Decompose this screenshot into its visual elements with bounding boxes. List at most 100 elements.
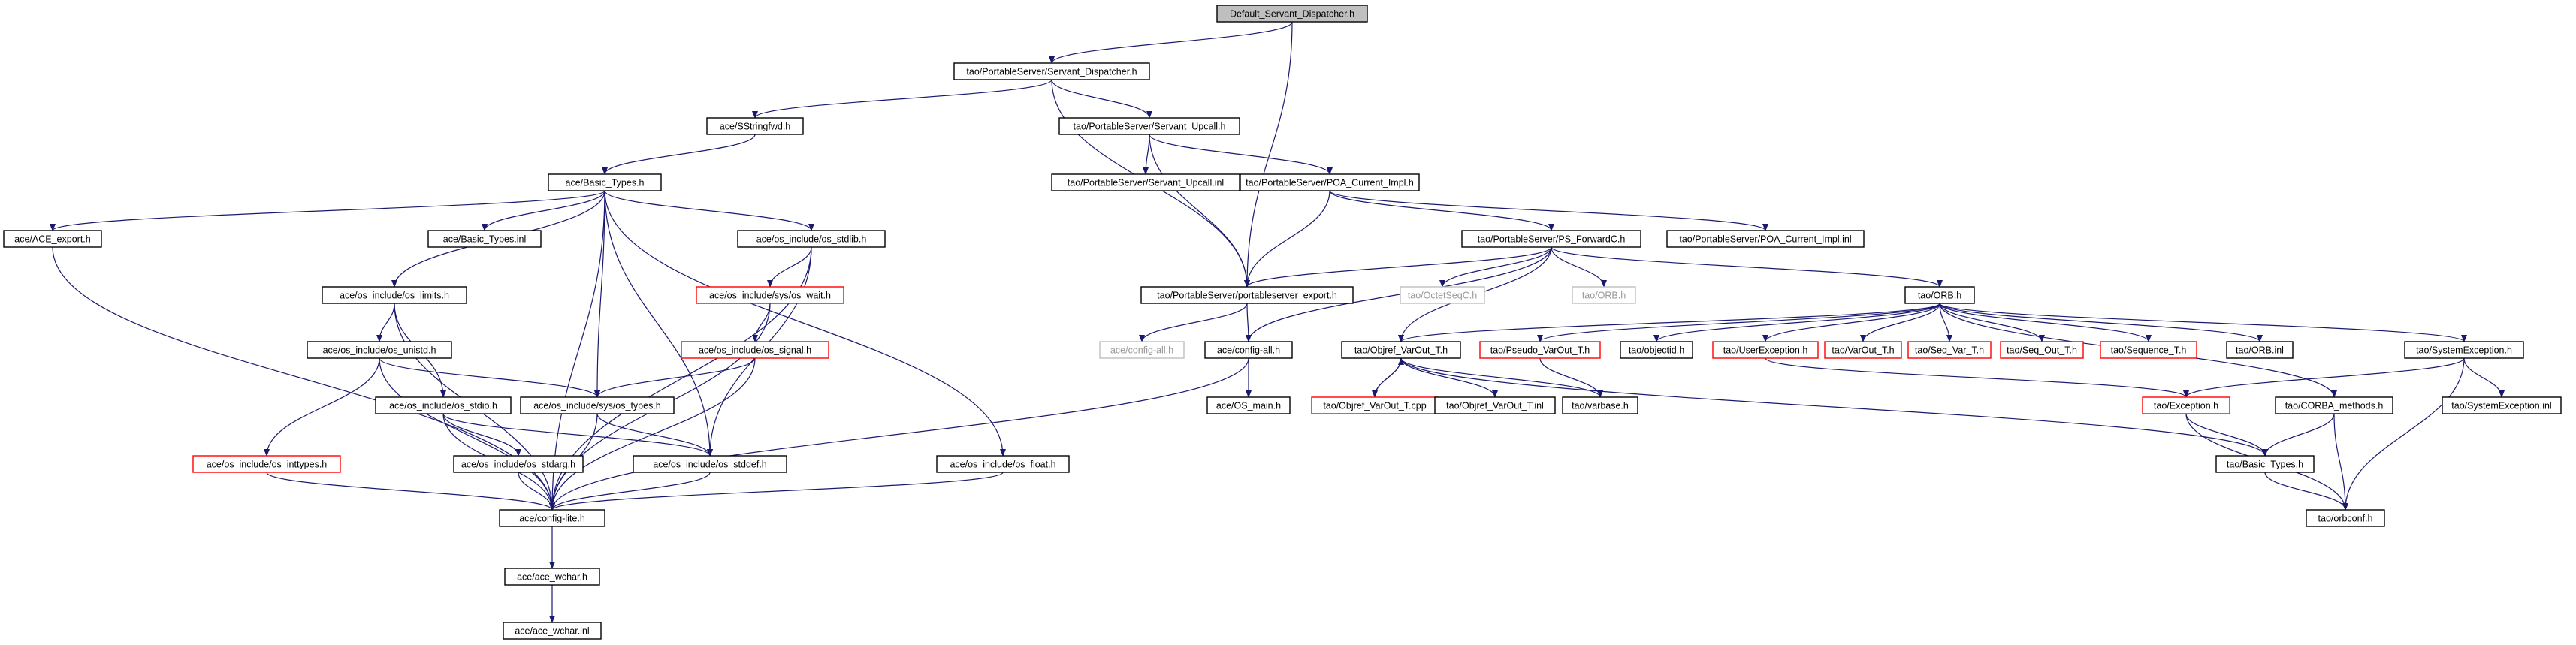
- node-orbconf[interactable]: tao/orbconf.h: [2306, 509, 2385, 527]
- edge-su-to-poa: [1149, 134, 1333, 175]
- node-stddef[interactable]: ace/os_include/os_stddef.h: [633, 455, 787, 473]
- node-bt[interactable]: ace/Basic_Types.h: [548, 173, 662, 191]
- node-unistd[interactable]: ace/os_include/os_unistd.h: [307, 341, 452, 359]
- node-label: ace/config-lite.h: [519, 513, 585, 523]
- node-limits[interactable]: ace/os_include/os_limits.h: [322, 286, 467, 304]
- node-box: [1240, 173, 1420, 191]
- node-seqvar[interactable]: tao/Seq_Var_T.h: [1907, 341, 1992, 359]
- node-box: [2142, 396, 2230, 414]
- node-exc[interactable]: tao/Exception.h: [2142, 396, 2230, 414]
- node-wait[interactable]: ace/os_include/sys/os_wait.h: [696, 286, 844, 304]
- edge-psexp-to-cfgall_g: [1139, 303, 1248, 342]
- node-inttypes[interactable]: ace/os_include/os_inttypes.h: [192, 455, 341, 473]
- node-box: [1206, 396, 1291, 414]
- node-stdlib[interactable]: ace/os_include/os_stdlib.h: [737, 230, 886, 248]
- node-box: [1572, 286, 1636, 304]
- node-label: ace/os_include/os_signal.h: [699, 345, 811, 355]
- node-box: [1051, 173, 1240, 191]
- node-label: tao/Basic_Types.h: [2227, 459, 2303, 469]
- node-octet[interactable]: tao/OctetSeqC.h: [1400, 286, 1485, 304]
- node-label: tao/Pseudo_VarOut_T.h: [1490, 345, 1590, 355]
- node-orbinl[interactable]: tao/ORB.inl: [2226, 341, 2294, 359]
- node-label: tao/PortableServer/Servant_Dispatcher.h: [966, 66, 1137, 77]
- node-signal[interactable]: ace/os_include/os_signal.h: [681, 341, 829, 359]
- node-label: tao/PortableServer/portableserver_export…: [1157, 290, 1337, 300]
- node-corba[interactable]: tao/CORBA_methods.h: [2275, 396, 2393, 414]
- node-psfwd[interactable]: tao/PortableServer/PS_ForwardC.h: [1461, 230, 1641, 248]
- edge-objcpp-to-objref: [1374, 357, 1404, 398]
- edge-types-to-stddef: [596, 413, 713, 457]
- node-box: [1620, 341, 1693, 359]
- node-label: ace/Basic_Types.h: [566, 177, 645, 188]
- edge-psexp-to-cfgall: [1245, 303, 1252, 342]
- node-box: [1341, 341, 1461, 359]
- node-stdio[interactable]: ace/os_include/os_stdio.h: [375, 396, 512, 414]
- node-varout[interactable]: tao/VarOut_T.h: [1824, 341, 1902, 359]
- edge-orbh-to-seqout: [1939, 303, 2045, 342]
- edge-orbh-to-varout: [1860, 303, 1940, 342]
- edge-objref-to-taobt: [1400, 357, 2268, 457]
- node-box: [936, 455, 1070, 473]
- node-sd[interactable]: tao/PortableServer/Servant_Dispatcher.h: [953, 62, 1150, 80]
- node-orbh[interactable]: tao/ORB.h: [1904, 286, 1975, 304]
- edge-poa-to-psfwd: [1329, 190, 1554, 231]
- node-float[interactable]: ace/os_include/os_float.h: [936, 455, 1070, 473]
- node-types[interactable]: ace/os_include/sys/os_types.h: [520, 396, 675, 414]
- edge-bt-to-btinl: [482, 190, 605, 231]
- node-label: tao/orbconf.h: [2318, 513, 2373, 523]
- node-root[interactable]: Default_Servant_Dispatcher.h: [1216, 5, 1368, 23]
- edge-unistd-to-cfglite: [379, 357, 555, 511]
- node-ssf[interactable]: ace/SStringfwd.h: [706, 117, 804, 135]
- node-objcpp[interactable]: tao/Objref_VarOut_T.cpp: [1311, 396, 1439, 414]
- node-orbh2[interactable]: tao/ORB.h: [1572, 286, 1636, 304]
- node-label: ace/os_include/os_unistd.h: [323, 345, 436, 355]
- node-objref[interactable]: tao/Objref_VarOut_T.h: [1341, 341, 1461, 359]
- node-box: [696, 286, 844, 304]
- node-label: tao/PortableServer/POA_Current_Impl.h: [1246, 177, 1414, 188]
- edge-stddef-to-cfglite: [549, 472, 711, 511]
- node-userex[interactable]: tao/UserException.h: [1712, 341, 1819, 359]
- edge-pseudo-to-varbase: [1539, 357, 1603, 398]
- node-aceexp[interactable]: ace/ACE_export.h: [3, 230, 102, 248]
- edge-orbh-to-objectid: [1653, 303, 1940, 342]
- node-seqout[interactable]: tao/Seq_Out_T.h: [2000, 341, 2084, 359]
- node-suinl[interactable]: tao/PortableServer/Servant_Upcall.inl: [1051, 173, 1240, 191]
- node-pseudo[interactable]: tao/Pseudo_VarOut_T.h: [1479, 341, 1601, 359]
- edge-bt-to-stdlib: [604, 190, 814, 231]
- node-cfglite[interactable]: ace/config-lite.h: [499, 509, 605, 527]
- node-varbase[interactable]: tao/varbase.h: [1562, 396, 1638, 414]
- edge-orbh-to-pseudo: [1537, 303, 1940, 342]
- node-btinl[interactable]: ace/Basic_Types.inl: [427, 230, 542, 248]
- node-box: [2100, 341, 2197, 359]
- edge-psfwd-to-octet: [1439, 246, 1552, 288]
- node-wchar[interactable]: ace/ace_wchar.h: [504, 568, 600, 586]
- node-sysex[interactable]: tao/SystemException.h: [2404, 341, 2524, 359]
- edge-psfwd-to-psexp: [1244, 246, 1552, 288]
- node-sysexinl[interactable]: tao/SystemException.inl: [2442, 396, 2562, 414]
- node-objectid[interactable]: tao/objectid.h: [1620, 341, 1693, 359]
- node-box: [1400, 286, 1485, 304]
- node-box: [1562, 396, 1638, 414]
- node-taobt[interactable]: tao/Basic_Types.h: [2215, 455, 2315, 473]
- node-psexp[interactable]: tao/PortableServer/portableserver_export…: [1140, 286, 1354, 304]
- edge-inttypes-to-cfglite: [266, 472, 555, 511]
- node-wcharinl[interactable]: ace/ace_wchar.inl: [503, 622, 602, 640]
- node-osmain[interactable]: ace/OS_main.h: [1206, 396, 1291, 414]
- edge-sd-to-ssf: [752, 79, 1052, 119]
- node-label: tao/PortableServer/POA_Current_Impl.inl: [1679, 234, 1851, 244]
- node-cfgall[interactable]: ace/config-all.h: [1204, 341, 1293, 359]
- node-label: tao/Exception.h: [2154, 400, 2218, 411]
- node-stdarg[interactable]: ace/os_include/os_stdarg.h: [453, 455, 584, 473]
- edge-su-to-psexp: [1149, 134, 1250, 288]
- node-label: ace/config-all.h: [1217, 345, 1280, 355]
- node-box: [681, 341, 829, 359]
- node-su[interactable]: tao/PortableServer/Servant_Upcall.h: [1058, 117, 1240, 135]
- node-box: [1099, 341, 1185, 359]
- node-label: tao/varbase.h: [1572, 400, 1629, 411]
- node-seqt[interactable]: tao/Sequence_T.h: [2100, 341, 2197, 359]
- node-poa[interactable]: tao/PortableServer/POA_Current_Impl.h: [1240, 173, 1420, 191]
- node-objinl[interactable]: tao/Objref_VarOut_T.inl: [1434, 396, 1556, 414]
- node-box: [2215, 455, 2315, 473]
- node-cfgall_g[interactable]: ace/config-all.h: [1099, 341, 1185, 359]
- node-poainl[interactable]: tao/PortableServer/POA_Current_Impl.inl: [1666, 230, 1865, 248]
